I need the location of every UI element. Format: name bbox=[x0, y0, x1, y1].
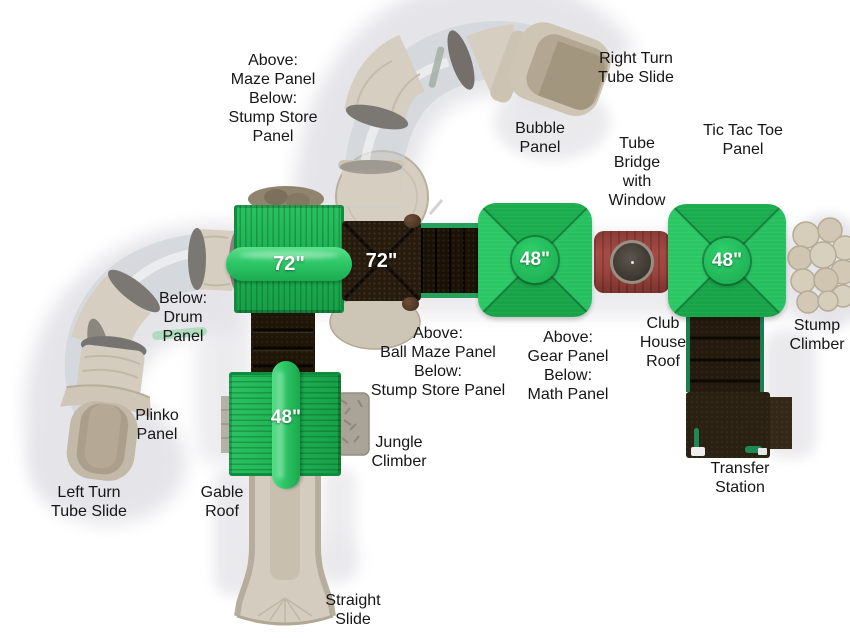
climbing-grip bbox=[402, 297, 419, 311]
stump-climber-render bbox=[787, 217, 850, 314]
left-slide-exit bbox=[60, 336, 152, 481]
label-tube-bridge: Tube Bridge with Window bbox=[608, 135, 666, 209]
label-transfer-station: Transfer Station bbox=[710, 460, 770, 496]
label-drum-panel: Below: Drum Panel bbox=[158, 290, 208, 345]
label-gear-panel: Above: Gear Panel Below: Math Panel bbox=[527, 329, 609, 403]
label-straight-slide: Straight Slide bbox=[325, 592, 381, 628]
stairway bbox=[251, 311, 315, 375]
jungle-climber-rock bbox=[336, 392, 370, 456]
label-tic-tac-toe-panel: Tic Tac Toe Panel bbox=[703, 122, 783, 158]
bridge-window-icon bbox=[610, 240, 654, 284]
label-gable-roof: Gable Roof bbox=[200, 484, 244, 520]
label-plinko-panel: Plinko Panel bbox=[135, 407, 179, 443]
tube-bridge-render bbox=[594, 231, 670, 293]
tic-tac-toe-roof: 48" bbox=[668, 204, 786, 317]
lower-gable-ridge-cap: 48" bbox=[270, 361, 302, 489]
label-stump-climber: Stump Climber bbox=[789, 317, 845, 353]
center-deck: 72" bbox=[342, 221, 421, 301]
roof-peak-circle: 48" bbox=[704, 237, 750, 284]
right-slide-exit bbox=[508, 22, 611, 117]
roof-peak-circle: 48" bbox=[512, 237, 558, 283]
label-bubble-panel: Bubble Panel bbox=[515, 120, 565, 156]
climbing-grip bbox=[404, 214, 421, 228]
label-jungle-climber: Jungle Climber bbox=[371, 434, 427, 470]
clatter-bridge bbox=[421, 223, 478, 298]
main-gable-dimension: 72" bbox=[273, 252, 305, 275]
label-ball-maze-panel: Above: Ball Maze Panel Below: Stump Stor… bbox=[370, 325, 506, 399]
label-right-turn-tube-slide: Right Turn Tube Slide bbox=[598, 50, 674, 86]
main-gable-ridge-cap: 72" bbox=[226, 247, 352, 281]
center-deck-dimension: 72" bbox=[365, 249, 398, 272]
straight-slide-render bbox=[234, 468, 336, 626]
label-left-turn-tube-slide: Left Turn Tube Slide bbox=[51, 484, 127, 520]
bubble-panel-roof: 48" bbox=[478, 203, 592, 317]
tic-tac-toe-roof-dimension: 48" bbox=[711, 249, 743, 271]
lower-gable-dimension: 48" bbox=[270, 407, 302, 428]
club-house-ramp bbox=[686, 310, 764, 392]
bubble-roof-dimension: 48" bbox=[519, 249, 551, 270]
right-turn-tube-slide-render bbox=[338, 21, 611, 209]
transfer-station-render bbox=[686, 392, 792, 458]
label-maze-panel: Above: Maze Panel Below: Stump Store Pan… bbox=[228, 52, 318, 145]
label-club-house-roof: Club House Roof bbox=[639, 315, 687, 370]
